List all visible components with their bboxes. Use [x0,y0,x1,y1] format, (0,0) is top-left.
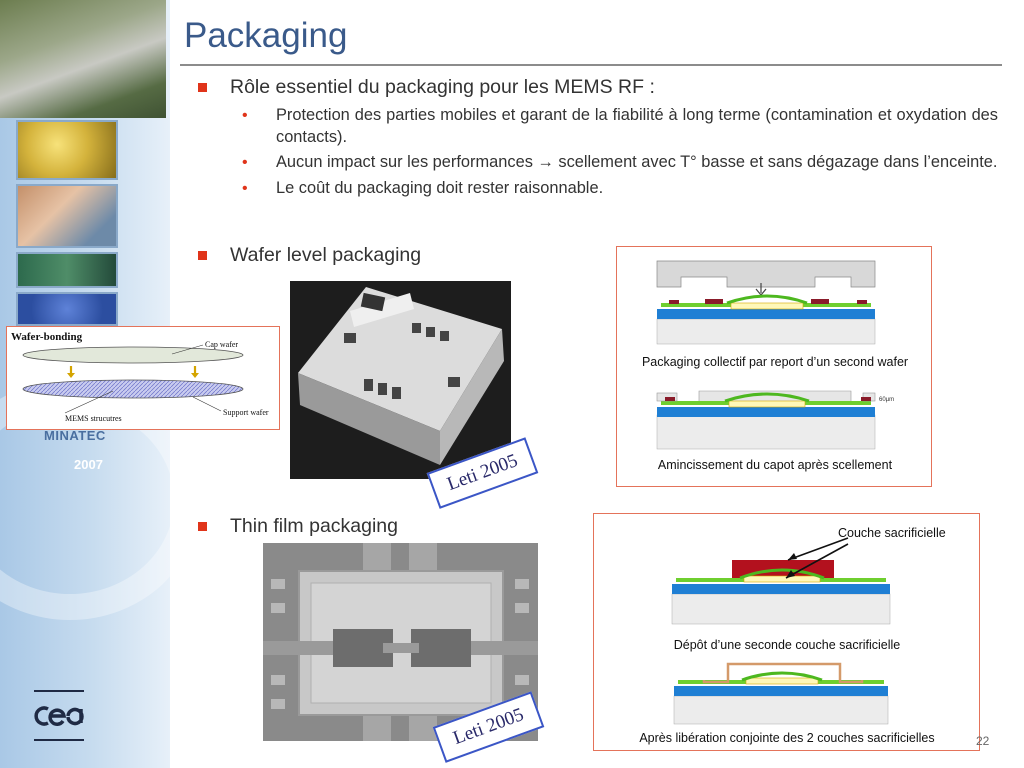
bullet-wafer-level: Wafer level packaging [196,242,421,268]
sub-bullet-protection: Protection des parties mobiles et garant… [242,105,998,148]
svg-text:MEMS strucutres: MEMS strucutres [65,414,122,423]
svg-text:60µm: 60µm [879,397,894,403]
page-number: 22 [976,734,990,748]
wafer-level-process-box: 60µm Packaging collectif par report d’un… [616,246,932,487]
minatec-brand: MINATEC [44,428,106,443]
wafer-bonding-figure: Wafer-bonding Cap wafer MEMS strucutres … [6,326,280,430]
sub-bullet-list: Protection des parties mobiles et garant… [242,105,998,199]
sacrificial-layer-label: Couche sacrificielle [838,526,946,540]
page-title: Packaging [184,16,348,55]
bullet-thin-film: Thin film packaging [196,513,398,539]
sidebar-year: 2007 [74,457,103,472]
cea-logo [34,690,84,741]
circuit-photo [16,252,118,288]
thin-film-process-box: Couche sacrificielle Dépôt d’une seconde… [593,513,980,751]
campus-photo [0,0,166,118]
wlp-caption-report: Packaging collectif par report d’un seco… [641,355,909,369]
sub-bullet-cost: Le coût du packaging doit rester raisonn… [242,178,998,200]
wafer-bonding-heading: Wafer-bonding [11,331,83,343]
wlp-sem-photo [290,281,511,479]
svg-text:Cap wafer: Cap wafer [205,340,238,349]
main-bullets: Rôle essentiel du packaging pour les MEM… [196,74,998,203]
wafer-photo [16,292,118,326]
sub-bullet-performance: Aucun impact sur les performances → scel… [242,152,998,174]
wlp-caption-amincissement: Amincissement du capot après scellement [657,458,893,472]
cleanroom-photo [16,120,118,180]
tfp-caption-liberation: Après libération conjointe des 2 couches… [639,731,935,745]
bullet-role: Rôle essentiel du packaging pour les MEM… [196,74,998,101]
svg-text:Support wafer: Support wafer [223,408,269,417]
tfp-caption-depot: Dépôt d’une seconde couche sacrificielle [673,638,901,652]
title-divider [180,64,1002,66]
lab-photo [16,184,118,248]
